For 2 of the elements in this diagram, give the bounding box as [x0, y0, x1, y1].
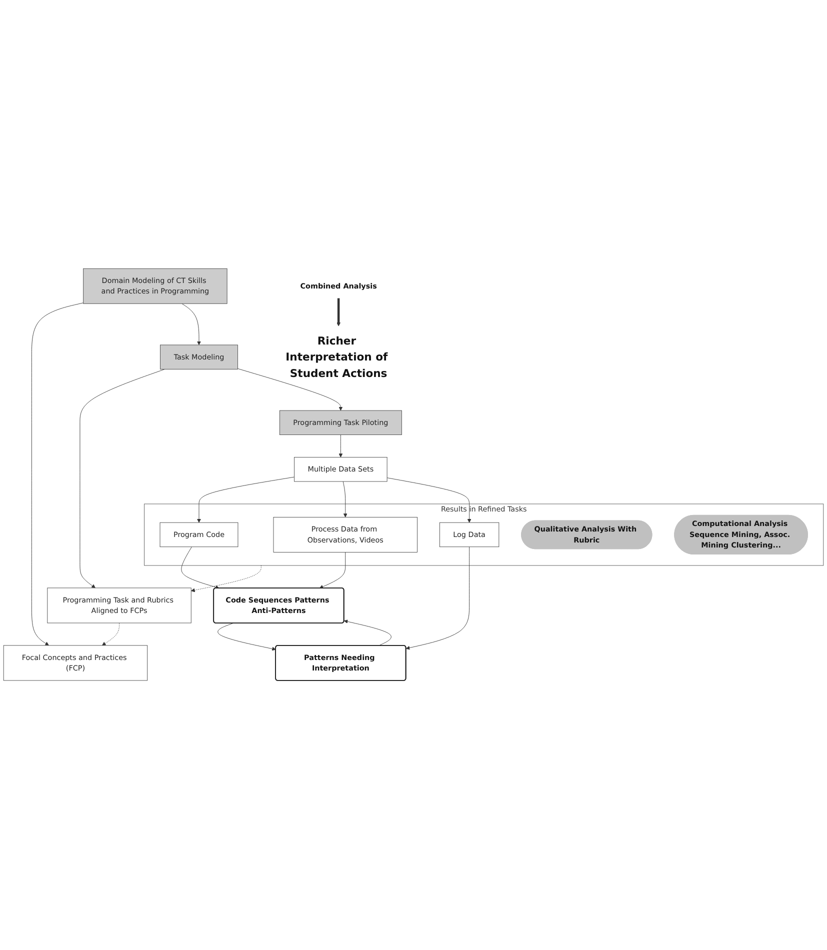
arrow [336, 298, 341, 327]
node-text: Richer Interpretation of Student Actions [286, 335, 388, 380]
